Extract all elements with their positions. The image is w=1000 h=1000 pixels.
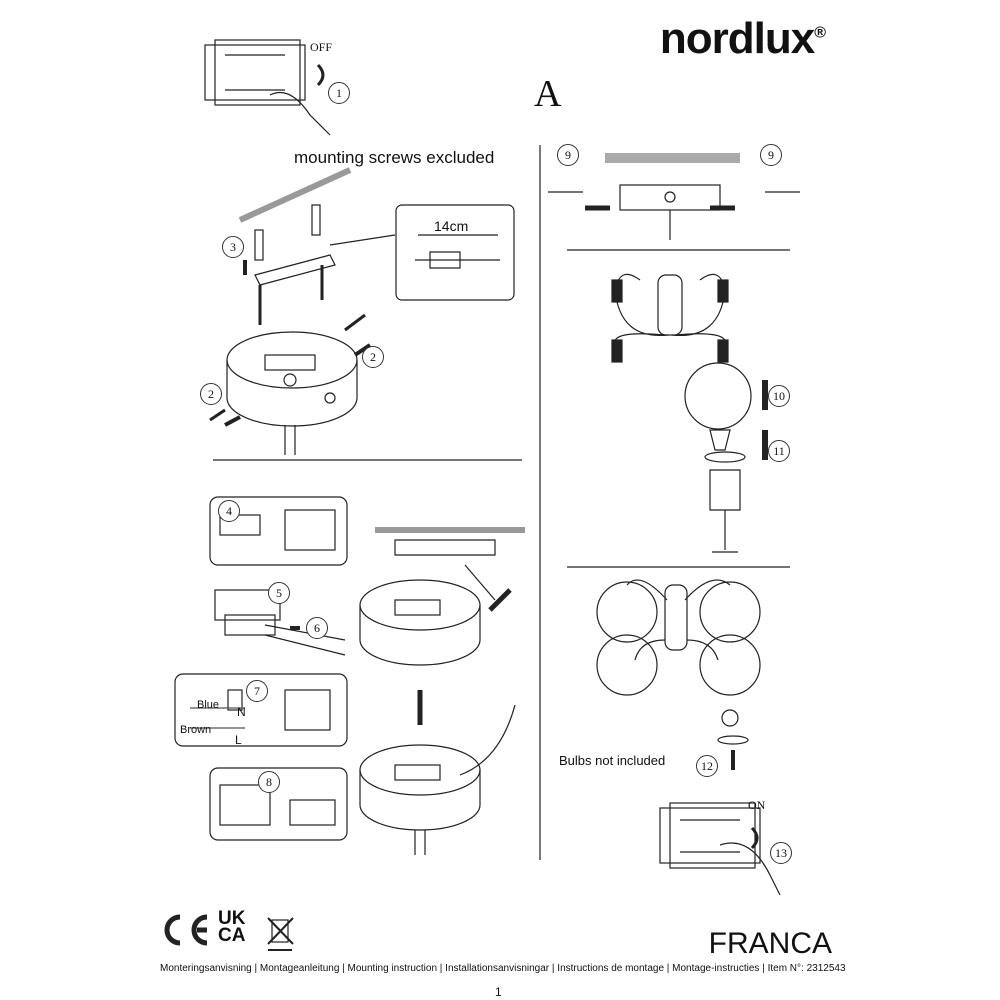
fixture-attach-step9 [548, 153, 800, 240]
live-label: L [235, 733, 242, 747]
step-number: 6 [306, 617, 328, 639]
bulbs-note: Bulbs not included [559, 753, 666, 768]
step7-panel [174, 673, 348, 747]
ceiling-bracket-step3 [238, 167, 515, 325]
step-number: 1 [328, 82, 350, 104]
on-label: ON [748, 798, 766, 812]
terminal-block [190, 509, 346, 826]
step-number: 3 [222, 236, 244, 258]
registered-mark: ® [814, 24, 826, 42]
step-number: 4 [218, 500, 240, 522]
product-name: FRANCA [708, 927, 832, 960]
bracket-dimension: 14cm [434, 218, 469, 234]
assembled-chandelier [596, 579, 761, 770]
step-number: 12 [696, 755, 718, 777]
step-number: 2 [200, 383, 222, 405]
off-label: OFF [310, 40, 333, 54]
step-number: 9 [557, 144, 579, 166]
step-number: 7 [246, 680, 268, 702]
step4-panel [209, 496, 348, 566]
weee-bin-icon [267, 917, 294, 951]
page-number: 1 [495, 985, 502, 999]
neutral-label: N [237, 705, 246, 719]
wire-label-blue: Blue [197, 699, 220, 711]
breaker-panel-on [659, 802, 781, 896]
canopy [209, 313, 372, 455]
breaker-panel-off [204, 39, 331, 136]
step-number: 8 [258, 771, 280, 793]
step-number: 5 [268, 582, 290, 604]
canopy-wiring [359, 527, 525, 855]
step-number: 2 [362, 346, 384, 368]
instructions-line: Monteringsanvisning | Montageanleitung |… [160, 963, 846, 974]
ce-mark-e [191, 914, 208, 946]
step-number: 10 [768, 385, 790, 407]
mounting-note: mounting screws excluded [294, 148, 495, 167]
step-number: 13 [770, 842, 792, 864]
chandelier-shade-removal [611, 273, 768, 553]
wire-label-brown: Brown [180, 724, 212, 736]
step8-panel [209, 767, 348, 841]
ce-mark [164, 914, 181, 946]
nordlux-logo: nordlux® [659, 14, 826, 64]
certification-marks [164, 914, 294, 951]
ukca-mark: UK CA [218, 908, 246, 946]
logo-text: nordlux [659, 14, 815, 63]
section-label: A [534, 73, 562, 115]
step-number: 11 [768, 440, 790, 462]
step-number: 9 [760, 144, 782, 166]
